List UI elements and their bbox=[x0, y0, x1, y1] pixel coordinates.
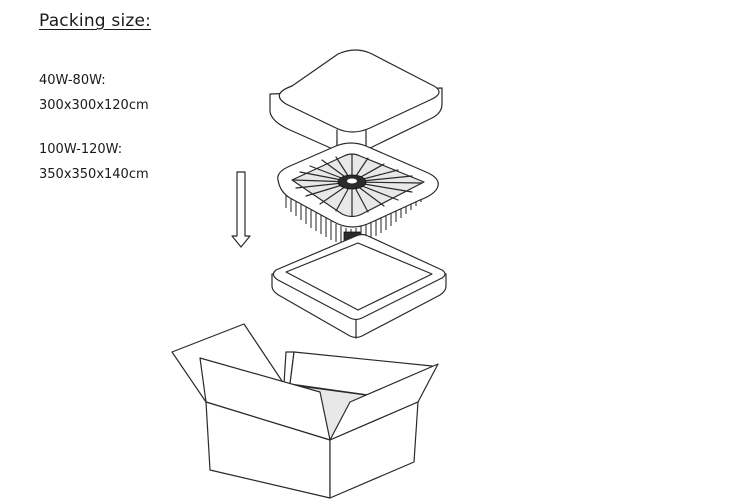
foam-frame-icon bbox=[271, 233, 447, 339]
spec-size: 300x300x120cm bbox=[39, 98, 149, 113]
spec-100-120w: 100W-120W: 350x350x140cm bbox=[39, 137, 149, 187]
spec-label: 40W-80W: bbox=[39, 73, 106, 88]
lid-cover-icon bbox=[269, 49, 443, 163]
spec-label: 100W-120W: bbox=[39, 142, 123, 157]
down-arrow-icon bbox=[231, 171, 251, 248]
open-carton-box-icon bbox=[171, 323, 439, 499]
page-title: Packing size: bbox=[39, 11, 152, 31]
led-fixture-icon bbox=[277, 142, 439, 247]
spec-size: 350x350x140cm bbox=[39, 167, 149, 182]
spec-40-80w: 40W-80W: 300x300x120cm bbox=[39, 68, 149, 118]
